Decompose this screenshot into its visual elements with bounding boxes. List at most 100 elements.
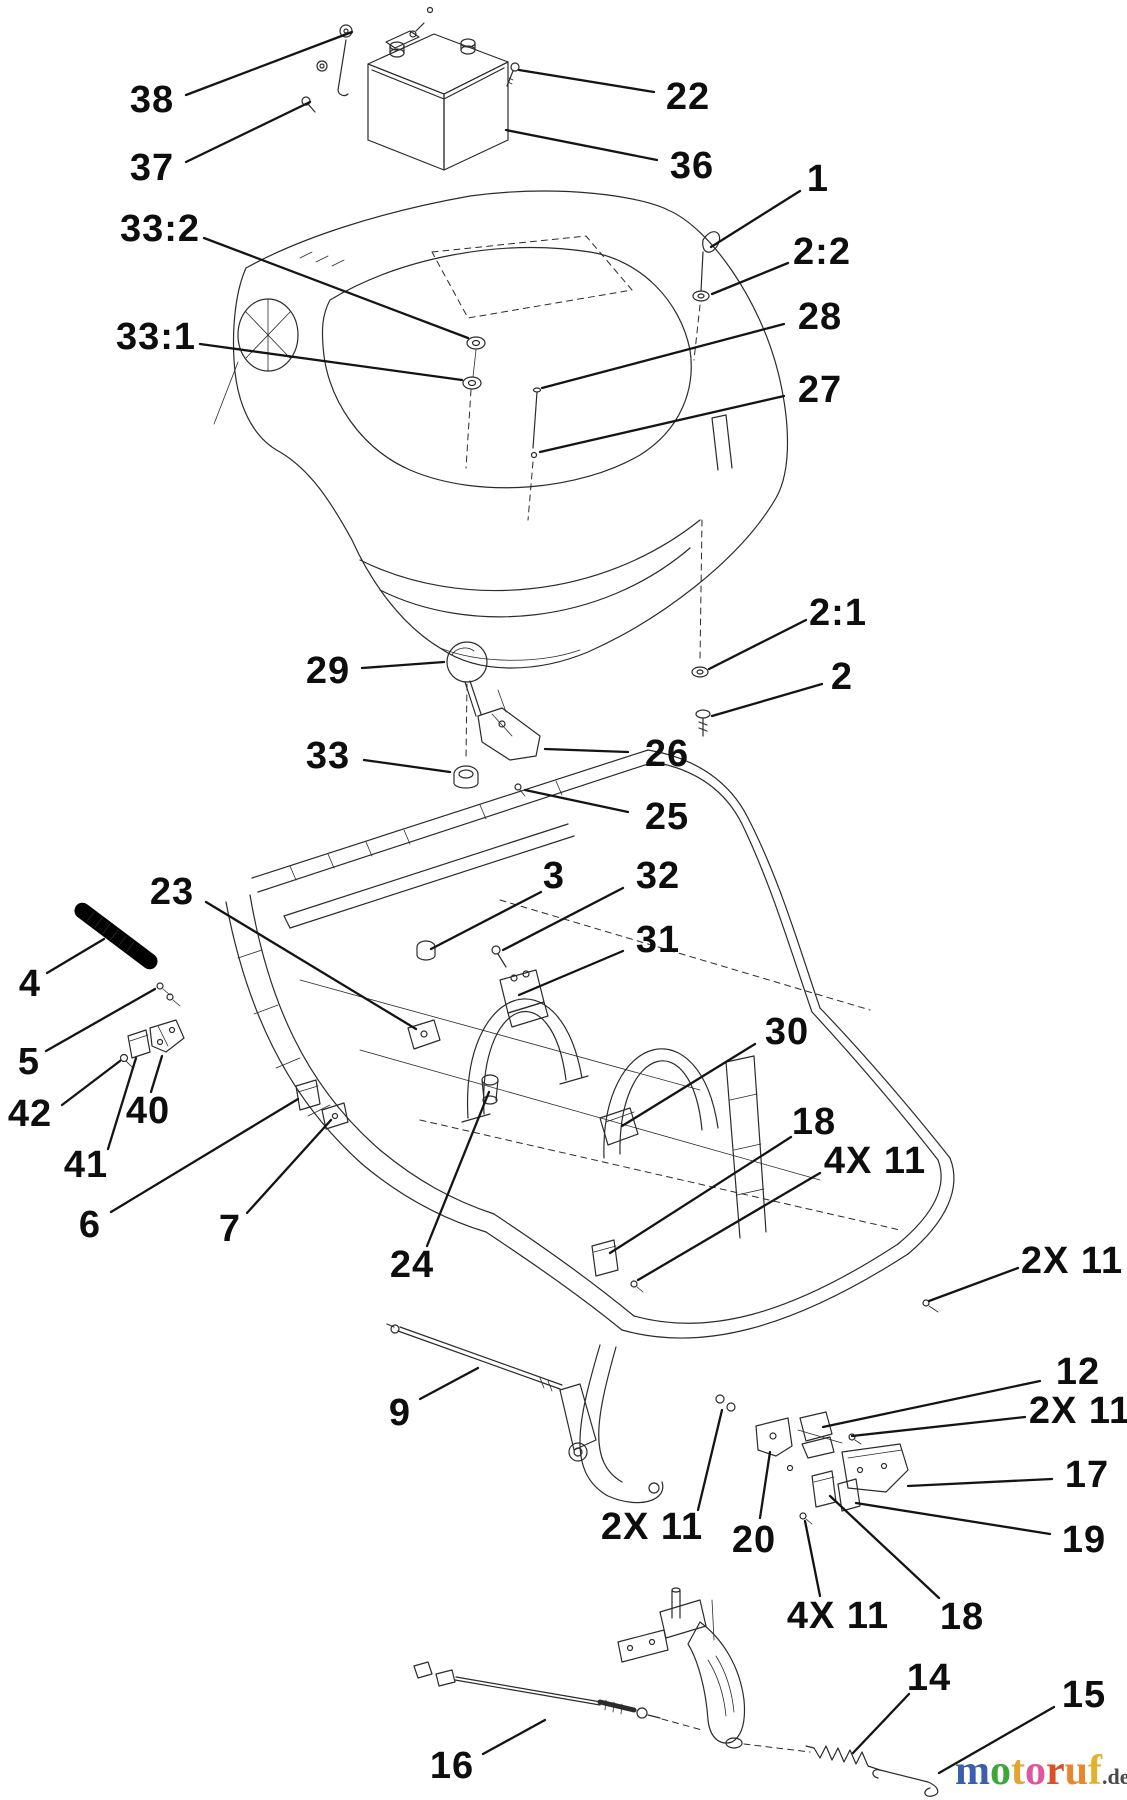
- leader-line-7: [245, 1118, 333, 1215]
- leader-line-33-2: [202, 236, 470, 340]
- leader-line-2: [710, 682, 824, 718]
- part-callout-14: 14: [906, 1657, 952, 1699]
- watermark-letter: f: [1088, 1748, 1103, 1794]
- leader-line-6: [109, 1097, 300, 1214]
- part-callout-12: 12: [1055, 1351, 1101, 1393]
- part-callout-20: 20: [731, 1519, 777, 1561]
- leader-line-9: [418, 1366, 480, 1401]
- part-callout-31: 31: [635, 919, 681, 961]
- leader-line-25: [523, 788, 630, 814]
- leader-line-29: [360, 660, 446, 670]
- leader-line-33: [362, 758, 452, 774]
- leader-line-22: [517, 68, 656, 94]
- leader-line-2x11c: [696, 1408, 724, 1512]
- leader-line-17: [906, 1477, 1054, 1488]
- leader-line-27: [538, 394, 786, 454]
- leader-line-5: [44, 987, 157, 1053]
- part-callout-24: 24: [389, 1244, 435, 1286]
- cable-drawing: [413, 1661, 703, 1731]
- watermark-letter: m: [955, 1748, 990, 1794]
- part-callout-22: 22: [665, 76, 711, 118]
- part-callout-2x11b: 2X 11: [1028, 1390, 1127, 1432]
- part-callout-29: 29: [305, 650, 351, 692]
- leader-line-2x11b: [850, 1415, 1027, 1438]
- part-callout-2-2: 2:2: [793, 231, 851, 273]
- leader-line-1: [709, 189, 802, 249]
- part-callout-16: 16: [429, 1745, 475, 1787]
- part-callout-41: 41: [63, 1144, 109, 1186]
- leader-line-42: [60, 1059, 122, 1107]
- part-callout-28: 28: [797, 296, 843, 338]
- watermark-word: motoruf: [955, 1750, 1102, 1792]
- leader-line-41: [106, 1056, 138, 1151]
- leader-line-37: [184, 100, 312, 164]
- leader-line-26: [543, 747, 630, 754]
- hood-drawing: [213, 190, 789, 797]
- battery-drawing: [301, 6, 520, 171]
- part-callout-33: 33: [305, 735, 351, 777]
- leader-line-24: [425, 1090, 491, 1248]
- leader-line-30: [620, 1042, 757, 1128]
- part-callout-2x11c: 2X 11: [600, 1506, 704, 1548]
- part-callout-27: 27: [797, 369, 843, 411]
- leader-line-2-2: [710, 261, 790, 296]
- part-callout-37: 37: [129, 147, 175, 189]
- part-callout-26: 26: [644, 733, 690, 775]
- part-callout-4: 4: [18, 963, 42, 1005]
- part-callout-32: 32: [635, 855, 681, 897]
- leader-line-3: [429, 890, 543, 951]
- leader-line-18b: [828, 1494, 941, 1600]
- part-callout-4x11a: 4X 11: [823, 1140, 927, 1182]
- leader-line-40: [149, 1054, 164, 1094]
- leader-line-12: [821, 1379, 1042, 1429]
- leader-line-33-1: [198, 342, 464, 382]
- watermark-letter: r: [1046, 1748, 1065, 1794]
- part-callout-33-2: 33:2: [119, 208, 201, 250]
- leader-line-4: [45, 937, 106, 975]
- part-callout-7: 7: [218, 1208, 242, 1250]
- pedal-assembly-drawing: [617, 1587, 746, 1749]
- leader-line-20: [758, 1450, 772, 1520]
- part-callout-25: 25: [644, 796, 690, 838]
- part-callout-6: 6: [78, 1204, 102, 1246]
- leader-line-4x11a: [636, 1171, 822, 1282]
- brake-rod-drawing: [872, 1769, 939, 1797]
- watermark-letter: o: [990, 1748, 1011, 1794]
- part-callout-42: 42: [7, 1093, 53, 1135]
- watermark-letter: t: [1011, 1748, 1025, 1794]
- leader-line-2x11a: [927, 1266, 1020, 1303]
- watermark-letter: o: [1025, 1748, 1046, 1794]
- part-callout-38: 38: [129, 79, 175, 121]
- part-callout-2: 2: [830, 656, 854, 698]
- leader-line-19: [854, 1501, 1052, 1536]
- part-callout-9: 9: [388, 1392, 412, 1434]
- part-callout-15: 15: [1061, 1674, 1107, 1716]
- part-callout-18a: 18: [791, 1101, 837, 1143]
- frame-drawing: [74, 749, 955, 1525]
- part-callout-1: 1: [806, 158, 830, 200]
- part-callout-23: 23: [149, 871, 195, 913]
- motoruf-watermark: motoruf.de: [955, 1750, 1127, 1792]
- callout-leader-lines: [44, 30, 1056, 1775]
- part-callout-33-1: 33:1: [115, 316, 197, 358]
- part-callout-19: 19: [1061, 1519, 1107, 1561]
- part-callout-18b: 18: [939, 1596, 985, 1638]
- part-callout-36: 36: [669, 145, 715, 187]
- part-callout-2-1: 2:1: [809, 592, 867, 634]
- watermark-letter: u: [1064, 1748, 1089, 1794]
- leader-line-28: [540, 322, 786, 390]
- leader-line-32: [501, 886, 625, 952]
- leader-line-4x11b: [803, 1519, 822, 1598]
- leader-line-23: [204, 900, 418, 1031]
- part-callout-4x11b: 4X 11: [786, 1595, 890, 1637]
- leader-line-18a: [608, 1135, 793, 1255]
- leader-line-14: [851, 1692, 911, 1755]
- leader-line-36: [504, 128, 659, 162]
- spring-drawing: [743, 1743, 881, 1771]
- leader-line-2-1: [707, 618, 808, 671]
- part-callout-30: 30: [764, 1011, 810, 1053]
- leader-line-31: [517, 949, 625, 997]
- watermark-suffix: .de: [1102, 1764, 1127, 1789]
- part-callout-2x11a: 2X 11: [1020, 1240, 1124, 1282]
